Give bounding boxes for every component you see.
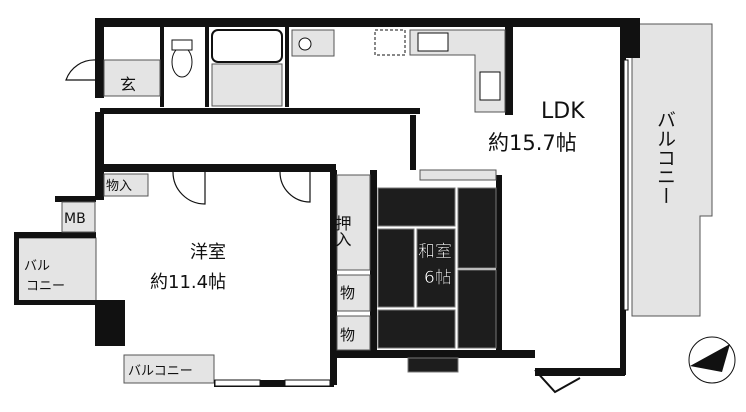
storage-entry-label: 物入 <box>106 179 132 194</box>
storage-1-label: 物 <box>340 284 355 302</box>
western-room-size: 約11.4帖 <box>150 272 226 293</box>
japanese-room-name: 和室 <box>418 242 452 262</box>
toilet <box>171 39 193 78</box>
balcony-left-label-1: バル <box>24 259 50 274</box>
balcony-main-label: バルコニー <box>654 110 676 205</box>
closet-oshiire-label-1: 押入 <box>333 215 352 247</box>
room-western: 洋室 約11.4帖 <box>150 171 331 387</box>
walls <box>14 18 640 387</box>
storage-2-label: 物 <box>340 326 355 344</box>
meter-box-label: MB <box>64 211 86 227</box>
washbasin <box>291 29 406 57</box>
western-room-name: 洋室 <box>190 242 226 263</box>
balcony-main: バルコニー <box>631 23 713 317</box>
ldk-size: 約15.7帖 <box>488 131 577 155</box>
balcony-left: バル コニー <box>17 237 97 303</box>
closet-oshiire: 押入 <box>333 174 371 271</box>
japanese-room-size: 6帖 <box>424 268 452 288</box>
storage-2: 物 <box>336 315 371 351</box>
bathtub <box>211 29 283 107</box>
balcony-left-label-2: コニー <box>26 279 65 294</box>
storage-1: 物 <box>336 274 371 312</box>
balcony-bottom-label: バルコニー <box>128 364 193 379</box>
kitchen <box>409 29 506 113</box>
ldk-name: LDK <box>541 99 585 124</box>
room-japanese: 和室 6帖 <box>377 169 497 373</box>
entrance-label: 玄 <box>120 75 136 94</box>
balcony-bottom: バルコニー <box>123 354 215 384</box>
entrance: 玄 <box>65 59 161 97</box>
north-compass-icon <box>688 336 736 384</box>
room-ldk: LDK 約15.7帖 <box>488 59 629 394</box>
meter-box: MB <box>61 201 96 233</box>
storage-entry: 物入 <box>103 173 149 197</box>
